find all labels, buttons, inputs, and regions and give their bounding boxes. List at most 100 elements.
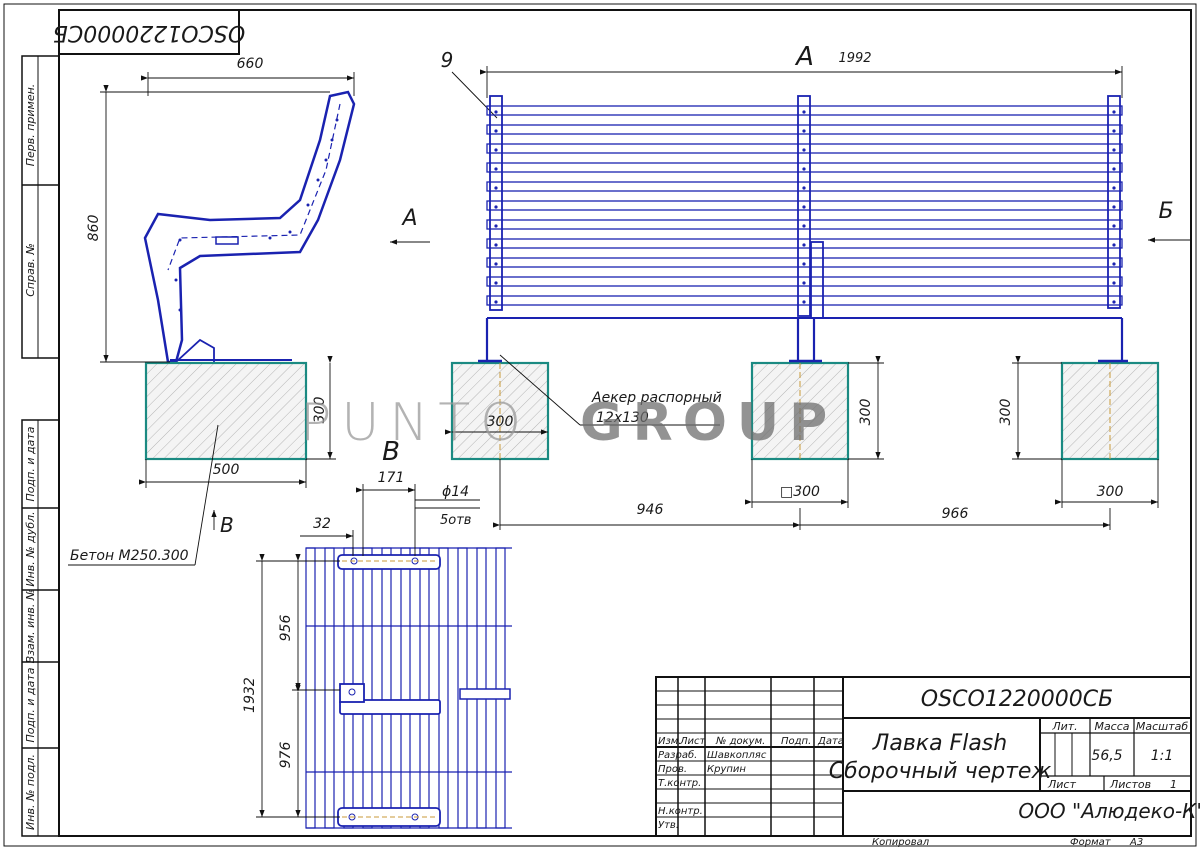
bolt-dot <box>1112 262 1116 266</box>
bolt-dot <box>1112 129 1116 133</box>
top-slats <box>305 547 512 829</box>
front-slat <box>486 276 1123 287</box>
bolt-dot <box>1112 110 1116 114</box>
view-v-title: В <box>382 437 400 467</box>
title-doc-number: OSCO1220000СБ <box>921 687 1113 712</box>
dim-top-32: 32 <box>313 516 331 532</box>
top-slat <box>305 547 316 829</box>
bolt-dot <box>494 167 498 171</box>
dim-top-976: 976 <box>278 742 294 769</box>
bolt-dot <box>802 281 806 285</box>
bolt-dot <box>802 129 806 133</box>
bolt-dot <box>802 224 806 228</box>
title-block: OSCO1220000СБ Лавка Flash Сборочный черт… <box>655 676 1200 848</box>
bolt-dot <box>802 243 806 247</box>
stamp-sprav-no: Справ. № <box>24 243 37 297</box>
view-a-title: А <box>794 42 814 72</box>
hdr-podp: Подп. <box>781 736 811 747</box>
stamp-perv-primen: Перв. примен. <box>24 84 37 167</box>
top-slat <box>457 547 468 829</box>
hole-count: 5отв <box>440 513 471 528</box>
top-slat <box>495 547 506 829</box>
bolt-dot <box>494 110 498 114</box>
front-view: А 1992 9 Аекер распорный 12х130 <box>441 42 1160 530</box>
bolt-dot <box>1112 205 1116 209</box>
mass-label: Масса <box>1094 720 1129 733</box>
bolt-dot <box>802 186 806 190</box>
bolt-dot <box>494 129 498 133</box>
bolt-dot <box>494 281 498 285</box>
mass-value: 56,5 <box>1091 748 1122 764</box>
company-name: ООО "Алюдеко-К" <box>1018 799 1200 823</box>
bolt-dot <box>1112 148 1116 152</box>
stamp-inv-dubl: Инв. № дубл. <box>24 511 37 586</box>
bolt-dot <box>1112 300 1116 304</box>
outer-border <box>3 3 1197 847</box>
role-razrab: Разраб. <box>658 749 697 761</box>
callout-9: 9 <box>441 48 454 72</box>
anchor-note-1: Аекер распорный <box>591 390 722 406</box>
front-slat <box>486 200 1123 211</box>
scale-value: 1:1 <box>1151 748 1174 764</box>
bolt-dot <box>494 243 498 247</box>
concrete-block-side <box>144 361 308 461</box>
bolt-dot <box>1112 167 1116 171</box>
bolt-dot <box>1112 186 1116 190</box>
bolt-dot <box>494 262 498 266</box>
side-view: 660 860 300 500 Бетон М250.300 В <box>68 56 356 566</box>
front-slat <box>486 124 1123 135</box>
bolt-dot <box>1112 243 1116 247</box>
bolt-dot <box>802 110 806 114</box>
front-slat <box>486 257 1123 268</box>
role-nkontr: Н.контр. <box>658 806 703 817</box>
bolt-dot <box>1112 224 1116 228</box>
side-stamp-column: Перв. примен. Справ. № Подп. и дата Инв.… <box>21 55 60 837</box>
role-utv: Утв. <box>658 820 679 831</box>
dim-block-300-sq: □300 <box>780 484 820 500</box>
bolt-dot <box>802 148 806 152</box>
lit-label: Лит. <box>1051 720 1077 733</box>
front-slat <box>486 105 1123 116</box>
front-slat <box>486 162 1123 173</box>
title-drawing-type: Сборочный чертеж <box>829 759 1052 784</box>
watermark: PUNTO GROUP <box>300 393 827 453</box>
dim-top-1932: 1932 <box>242 677 258 713</box>
front-slat <box>486 219 1123 230</box>
bolt-dot <box>494 224 498 228</box>
stamp-podp-data-1: Подп. и дата <box>24 426 37 501</box>
stamp-podp-data-2: Подп. и дата <box>24 667 37 742</box>
view-a-arrow: А <box>390 206 430 245</box>
dim-block-height-left: 300 <box>312 397 328 424</box>
format-label: Формат <box>1070 837 1112 848</box>
dim-top-956: 956 <box>278 615 294 642</box>
bolt-dot <box>494 186 498 190</box>
role-tkontr: Т.контр. <box>658 778 701 789</box>
hdr-dokum: № докум. <box>715 736 765 747</box>
bolt-dot <box>494 205 498 209</box>
top-slat <box>400 547 411 829</box>
bolt-dot <box>802 300 806 304</box>
dim-top-171: 171 <box>378 470 405 486</box>
stamp-inv-podl: Инв. № подл. <box>24 754 37 830</box>
dim-block-width-left: 500 <box>213 462 240 478</box>
dim-spacing-946: 946 <box>637 502 664 518</box>
hdr-data: Дата <box>817 736 844 747</box>
stamp-vzam-inv: Взам. инв. № <box>24 589 37 664</box>
hdr-list: Лист <box>679 736 707 747</box>
sheet-label: Лист <box>1047 778 1076 791</box>
view-b-right: Б <box>1158 199 1173 224</box>
scale-label: Масштаб <box>1136 720 1188 733</box>
bolt-dot <box>494 300 498 304</box>
sheets-label: Листов <box>1109 778 1151 791</box>
top-slat <box>438 547 449 829</box>
hole-diameter: ϕ14 <box>442 484 469 500</box>
top-slat <box>381 547 392 829</box>
watermark-part1: PUNTO <box>300 393 531 453</box>
front-slat <box>486 143 1123 154</box>
copied-label: Копировал <box>872 837 930 848</box>
view-b-arrow: Б <box>1148 199 1192 243</box>
dim-spacing-966: 966 <box>942 506 969 522</box>
view-a-left: А <box>400 206 417 231</box>
top-slat <box>419 547 430 829</box>
